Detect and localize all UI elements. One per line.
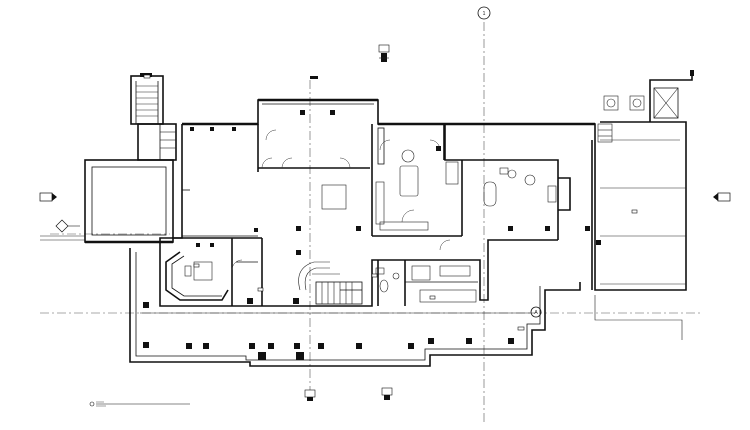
- left-stair-tower: [130, 73, 177, 161]
- terrace-outline: [129, 248, 683, 367]
- entry-hall: [321, 184, 347, 210]
- grid-bubble-1: 1: [477, 6, 491, 20]
- grid-label-a: A: [534, 310, 538, 316]
- service-wing: [375, 265, 477, 303]
- main-house-walls: [159, 98, 559, 307]
- kitchen: [375, 127, 459, 231]
- section-marker-left: [39, 192, 57, 202]
- section-marker-top: [378, 44, 390, 62]
- structural-columns: [190, 110, 601, 255]
- terrace-columns: [143, 298, 514, 360]
- main-stair: [298, 261, 363, 305]
- north-tag-top: [310, 76, 318, 79]
- section-marker-bottom: [381, 387, 393, 400]
- section-marker-bottom-axis: [304, 389, 316, 401]
- family-room: [483, 167, 571, 211]
- room-tags: [143, 74, 638, 331]
- mechanical-enclosure: [603, 70, 694, 122]
- section-marker-right: [713, 192, 731, 202]
- right-garage: [445, 121, 687, 291]
- grid-bubble-a: A: [530, 306, 542, 318]
- interior-walls: [172, 124, 478, 306]
- drawing-title: [89, 401, 190, 407]
- door-swings: [231, 129, 451, 271]
- grid-label-1: 1: [483, 11, 486, 17]
- elevation-marker-left: [55, 219, 80, 233]
- left-annex: [40, 159, 174, 244]
- grid-lines: [40, 22, 700, 425]
- left-bay: [165, 243, 229, 301]
